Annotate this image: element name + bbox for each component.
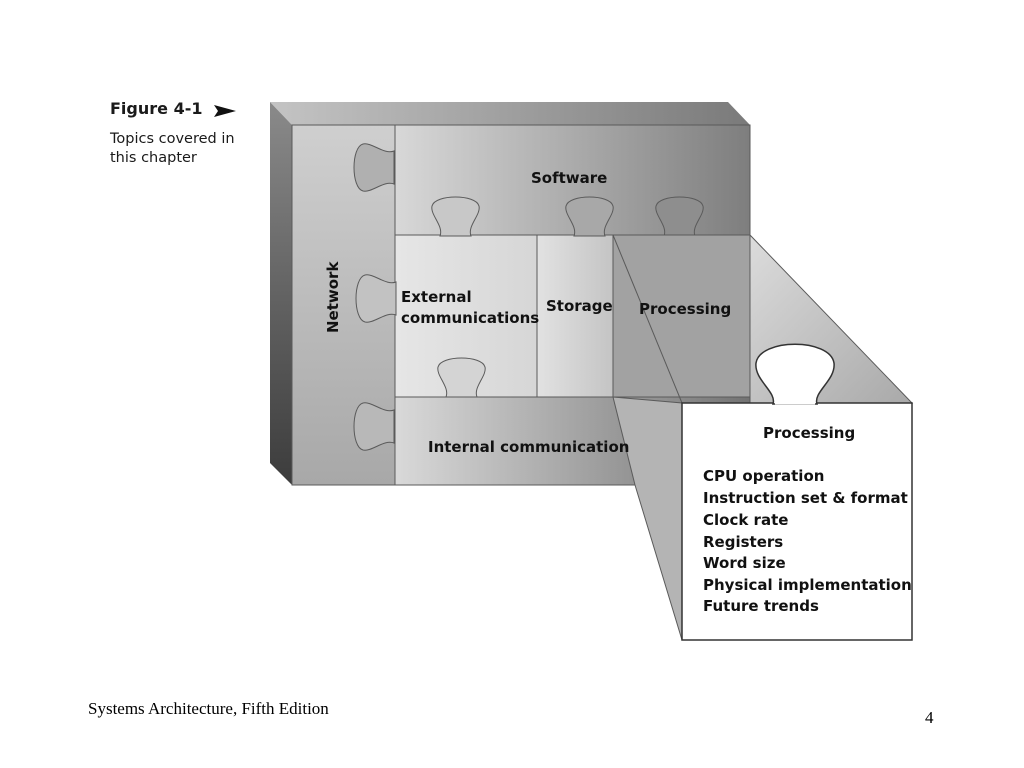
puzzle-piece-processing bbox=[612, 234, 751, 398]
puzzle-knob bbox=[431, 196, 480, 237]
slab-side-face bbox=[270, 102, 292, 485]
arrow-right-icon bbox=[214, 105, 236, 117]
label-processing: Processing bbox=[639, 300, 731, 318]
label-software: Software bbox=[531, 169, 607, 187]
callout-funnel-bottom bbox=[612, 396, 683, 641]
callout-item: Physical implementation bbox=[703, 576, 912, 594]
callout-item: Future trends bbox=[703, 597, 819, 615]
callout-item: Instruction set & format bbox=[703, 489, 908, 507]
puzzle-knob bbox=[655, 196, 704, 237]
callout-title: Processing bbox=[763, 424, 855, 442]
puzzle-knob bbox=[565, 196, 614, 237]
slab-top-face bbox=[270, 102, 750, 125]
callout-item: Clock rate bbox=[703, 511, 788, 529]
callout-item: CPU operation bbox=[703, 467, 824, 485]
puzzle-piece-storage bbox=[536, 234, 614, 398]
puzzle-knob bbox=[353, 143, 395, 192]
label-internal-communication: Internal communication bbox=[428, 438, 629, 456]
figure-caption: Topics covered in this chapter bbox=[110, 131, 235, 166]
page-number: 4 bbox=[925, 708, 934, 727]
callout-box bbox=[681, 402, 913, 641]
puzzle-knob bbox=[755, 343, 835, 405]
puzzle-knob bbox=[355, 274, 397, 323]
callout-item: Registers bbox=[703, 533, 783, 551]
label-external-line1: External bbox=[401, 288, 472, 306]
label-network: Network bbox=[324, 261, 342, 333]
footer-book-title: Systems Architecture, Fifth Edition bbox=[88, 699, 329, 718]
callout-item: Word size bbox=[703, 554, 786, 572]
puzzle-knob bbox=[437, 357, 486, 398]
label-external-line2: communications bbox=[401, 309, 539, 327]
callout-list: CPU operation Instruction set & format C… bbox=[703, 467, 912, 615]
figure-label: Figure 4-1 bbox=[110, 99, 203, 118]
label-storage: Storage bbox=[546, 297, 613, 315]
puzzle-knob bbox=[353, 402, 395, 451]
